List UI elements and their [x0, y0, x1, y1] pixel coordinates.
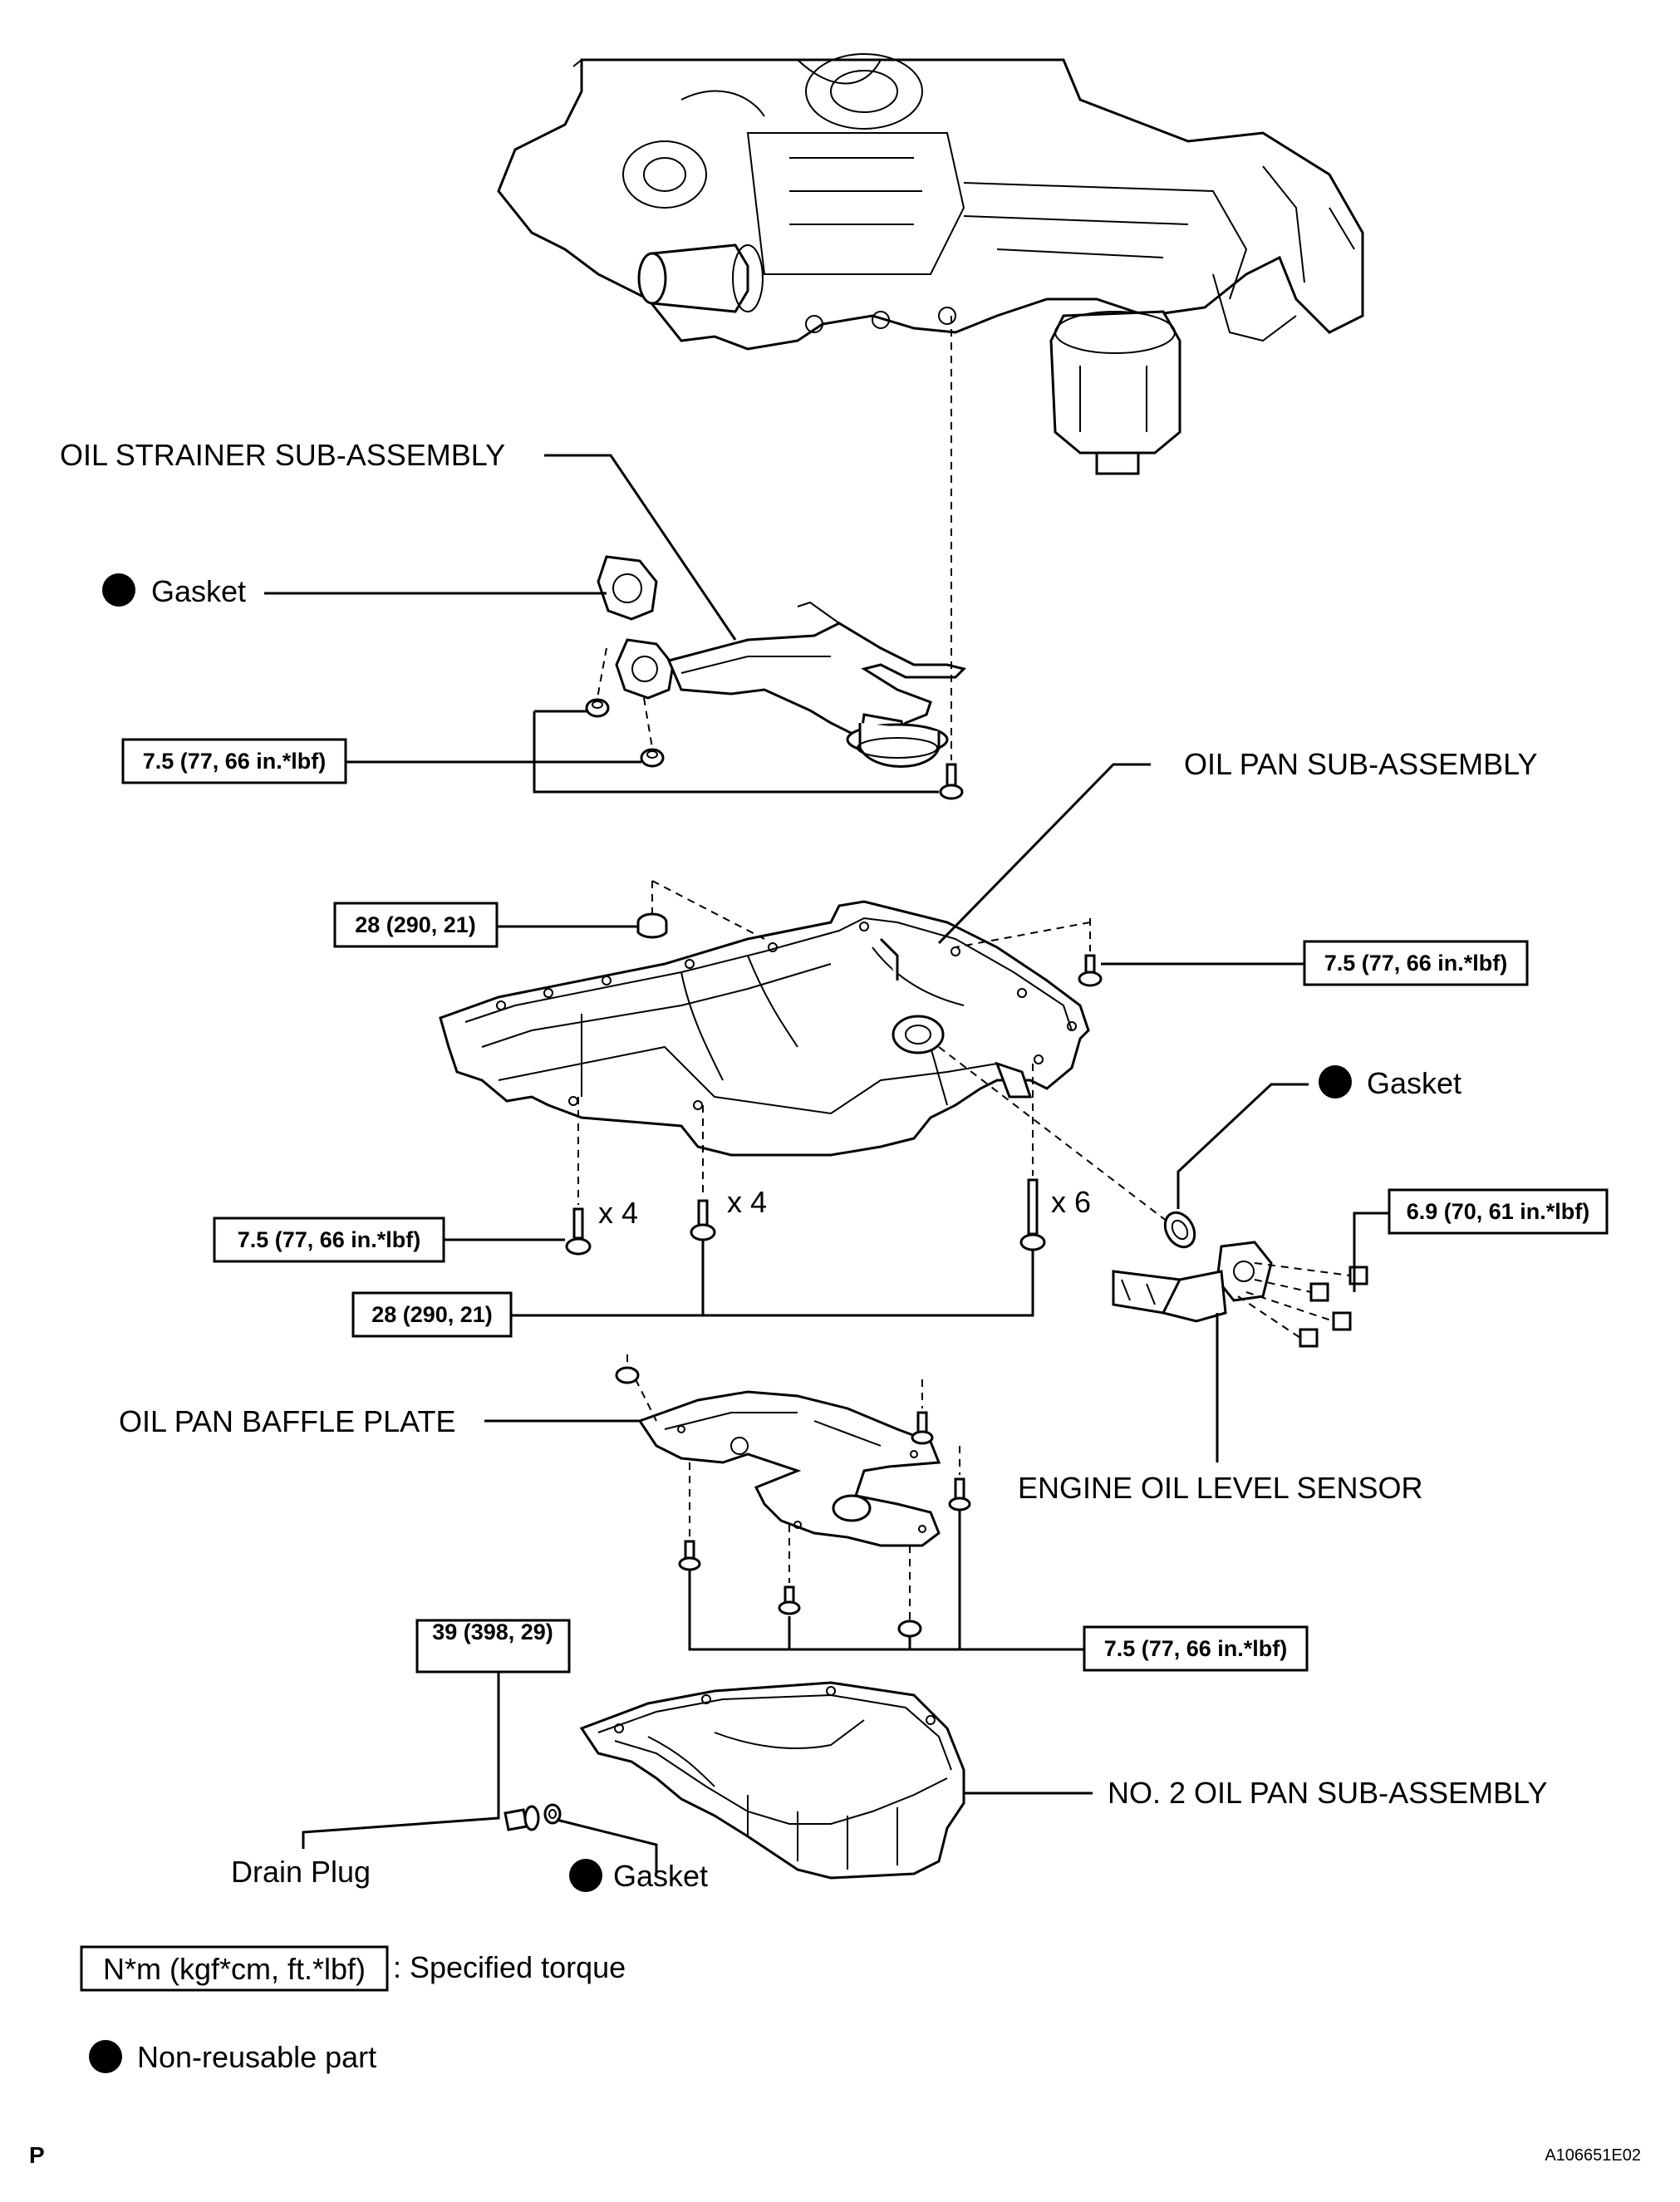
nonreusable-dot-icon [102, 573, 135, 607]
legend-torque-desc: : Specified torque [393, 1950, 626, 1984]
no2-oil-pan-illustration [504, 1681, 965, 1880]
nonreusable-dot-icon [89, 2040, 122, 2073]
label-qty-left: x 4 [598, 1196, 638, 1230]
torque-box-pan-bottom-long: 28 (290, 21) [351, 1291, 513, 1338]
strainer-fasteners [585, 316, 964, 800]
label-gasket-sensor: Gasket [1367, 1066, 1461, 1100]
baffle-plate-illustration [615, 1354, 971, 1638]
engine-block-illustration [497, 53, 1364, 475]
oil-pan-fasteners [565, 880, 1103, 1256]
torque-sensor-text: 6.9 (70, 61 in.*lbf) [1407, 1199, 1590, 1224]
oil-strainer-illustration [597, 555, 966, 768]
torque-box-sensor: 6.9 (70, 61 in.*lbf) [1388, 1188, 1609, 1235]
torque-box-pan-bottom-left: 7.5 (77, 66 in.*lbf) [213, 1217, 445, 1263]
torque-box-pan-stud: 28 (290, 21) [333, 902, 499, 948]
nonreusable-dot-icon [569, 1859, 602, 1892]
label-baffle-plate: OIL PAN BAFFLE PLATE [119, 1404, 455, 1438]
torque-baffle-text: 7.5 (77, 66 in.*lbf) [1104, 1636, 1288, 1661]
torque-box-baffle: 7.5 (77, 66 in.*lbf) [1083, 1625, 1309, 1672]
oil-pan-illustration [439, 900, 1090, 1157]
torque-box-pan-right: 7.5 (77, 66 in.*lbf) [1303, 940, 1529, 986]
label-qty-middle: x 4 [727, 1185, 767, 1219]
legend: N*m (kgf*cm, ft.*lbf) : Specified torque… [80, 1945, 626, 2074]
torque-box-drain: 39 (398, 29) [415, 1619, 571, 1674]
torque-pan-bottom-long-text: 28 (290, 21) [371, 1302, 493, 1327]
torque-strainer-text: 7.5 (77, 66 in.*lbf) [143, 749, 327, 774]
label-oil-strainer: OIL STRAINER SUB-ASSEMBLY [60, 438, 505, 472]
legend-torque-box [80, 1945, 389, 1992]
torque-drain-text: 39 (398, 29) [432, 1620, 553, 1644]
torque-pan-bottom-left-text: 7.5 (77, 66 in.*lbf) [238, 1227, 421, 1252]
label-engine-oil-level-sensor: ENGINE OIL LEVEL SENSOR [1018, 1471, 1423, 1505]
label-drain-plug: Drain Plug [231, 1855, 371, 1889]
figure-id: A106651E02 [1545, 2146, 1641, 2165]
label-gasket-strainer: Gasket [151, 574, 246, 608]
leader-lines [264, 454, 1389, 1874]
engine-oil-level-sensor-illustration [938, 1046, 1368, 1348]
footer-mark: P [29, 2142, 45, 2168]
label-no2-oil-pan: NO. 2 OIL PAN SUB-ASSEMBLY [1108, 1776, 1548, 1810]
legend-torque-units: N*m (kgf*cm, ft.*lbf) [103, 1952, 366, 1986]
label-qty-right: x 6 [1051, 1185, 1091, 1219]
label-oil-pan: OIL PAN SUB-ASSEMBLY [1184, 747, 1537, 781]
legend-nonreusable: Non-reusable part [137, 2040, 376, 2074]
torque-pan-right-text: 7.5 (77, 66 in.*lbf) [1324, 951, 1508, 976]
torque-box-strainer: 7.5 (77, 66 in.*lbf) [121, 738, 347, 784]
nonreusable-dot-icon [1319, 1065, 1352, 1099]
torque-pan-stud-text: 28 (290, 21) [355, 912, 476, 937]
label-gasket-drain: Gasket [613, 1859, 708, 1893]
